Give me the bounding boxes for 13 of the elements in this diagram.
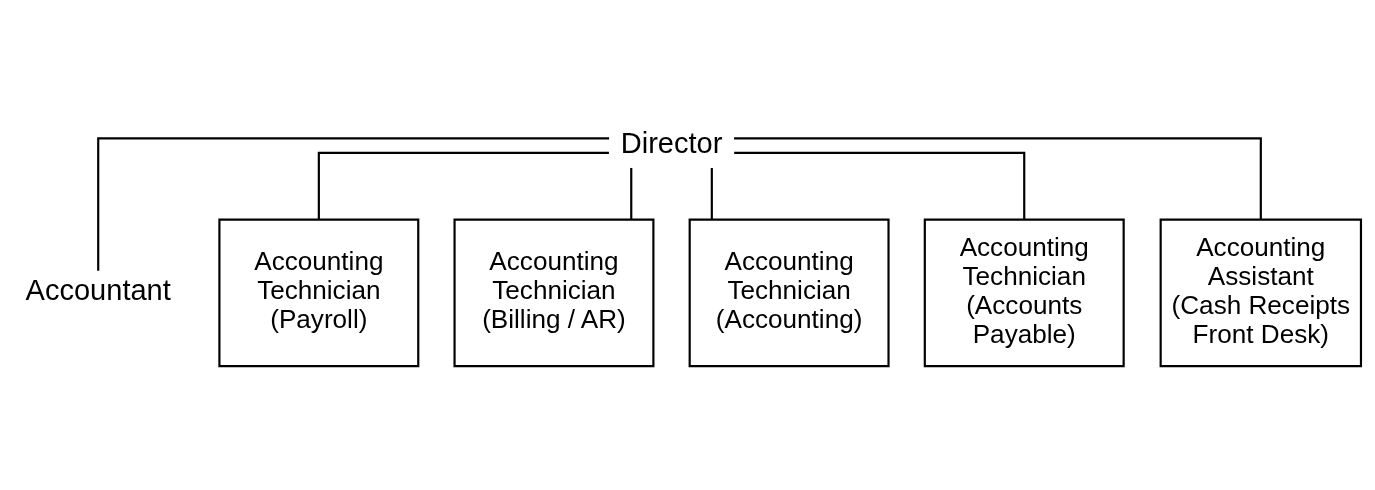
- node-box: Accounting Assistant (Cash Receipts Front Desk): [1159, 218, 1363, 368]
- node-box: Accounting Technician (Accounting): [688, 218, 890, 368]
- connector: [734, 151, 1026, 220]
- node-text: Director: [620, 126, 723, 159]
- node-box: Accounting Technician (Accounts Payable): [923, 218, 1125, 368]
- connector: [317, 151, 609, 220]
- connector: [710, 167, 713, 220]
- connector: [734, 137, 1262, 220]
- connector: [630, 167, 633, 220]
- node-text: Accountant: [25, 274, 171, 307]
- node-box: Accounting Technician (Payroll): [218, 218, 420, 368]
- node-box: Accounting Technician (Billing / AR): [453, 218, 655, 368]
- connector: [97, 137, 610, 271]
